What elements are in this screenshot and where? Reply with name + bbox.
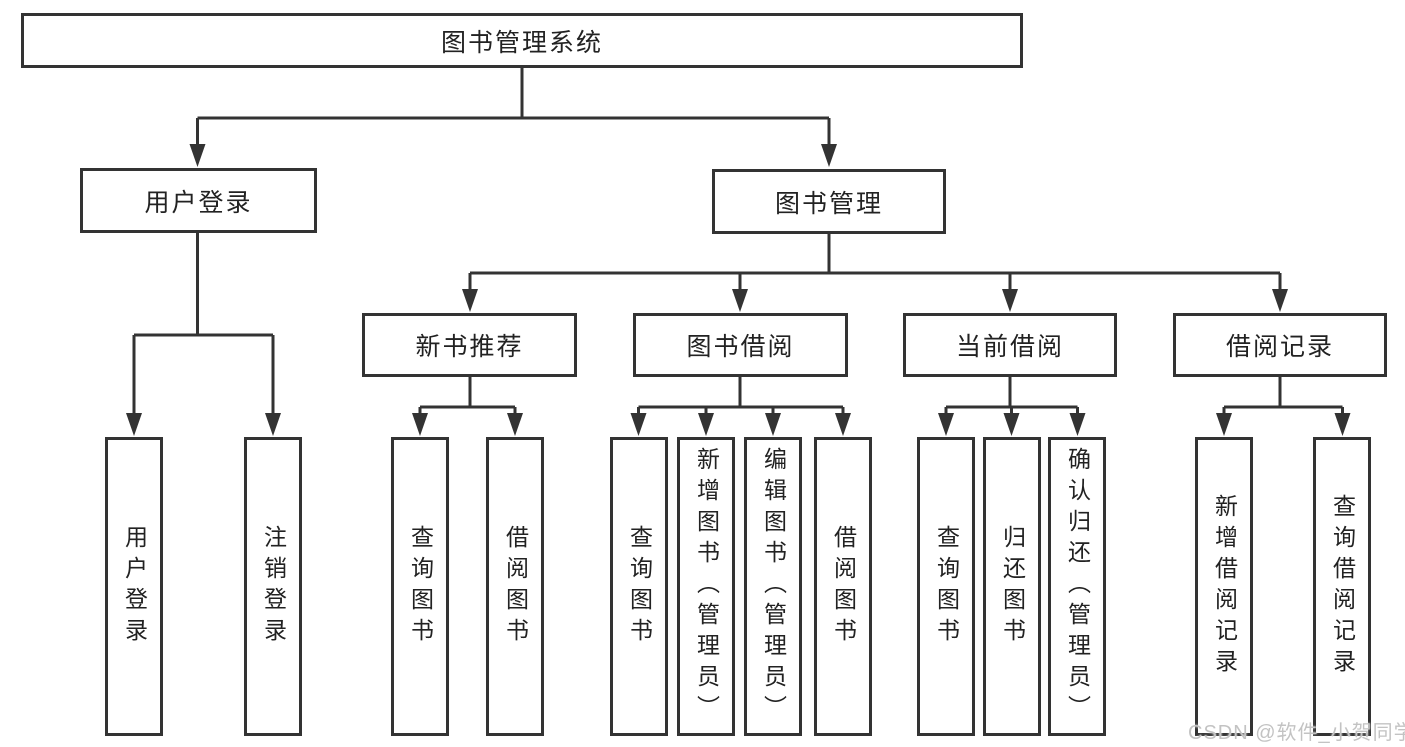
- connector-current-borrow-to-leaves: [938, 377, 1086, 436]
- arrowhead: [938, 413, 954, 436]
- node-user-login: 用户登录: [80, 168, 317, 233]
- arrowhead: [1334, 413, 1351, 436]
- leaf-edit-book-admin: 编辑图书（管理员）: [744, 437, 802, 736]
- connector-root-to-level2: [189, 68, 837, 167]
- arrowhead: [1002, 289, 1018, 312]
- connector-book-borrow-to-leaves: [630, 377, 851, 436]
- leaf-confirm-return-admin: 确认归还（管理员）: [1048, 437, 1106, 736]
- leaf-logout: 注销登录: [244, 437, 302, 736]
- arrowhead: [732, 289, 748, 312]
- node-root-library-management-system: 图书管理系统: [21, 13, 1023, 68]
- leaf-query-book-3: 查询图书: [917, 437, 975, 736]
- arrowhead: [412, 413, 428, 436]
- connector-new-book-to-leaves: [412, 377, 523, 436]
- node-current-borrow: 当前借阅: [903, 313, 1117, 377]
- arrowhead: [126, 413, 142, 436]
- arrowhead: [1272, 289, 1288, 312]
- arrowhead: [1069, 413, 1086, 436]
- leaf-user-login: 用户登录: [105, 437, 163, 736]
- arrowhead: [835, 413, 851, 436]
- leaf-borrow-book-2: 借阅图书: [814, 437, 872, 736]
- node-book-borrow: 图书借阅: [633, 313, 848, 377]
- node-new-book-recommend: 新书推荐: [362, 313, 577, 377]
- connector-borrow-record-to-leaves: [1216, 377, 1351, 436]
- arrowhead: [265, 413, 281, 436]
- leaf-borrow-book-1: 借阅图书: [486, 437, 544, 736]
- arrowhead: [462, 289, 478, 312]
- arrowhead: [1216, 413, 1232, 436]
- arrowhead: [507, 413, 523, 436]
- leaf-add-book-admin: 新增图书（管理员）: [677, 437, 735, 736]
- arrowhead: [821, 144, 837, 167]
- csdn-watermark: CSDN @软件_小贺同学: [1188, 722, 1405, 744]
- node-borrow-record: 借阅记录: [1173, 313, 1387, 377]
- leaf-return-book: 归还图书: [983, 437, 1041, 736]
- leaf-add-borrow-record: 新增借阅记录: [1195, 437, 1253, 736]
- connector-book-mgmt-to-level3: [462, 234, 1288, 312]
- node-book-management: 图书管理: [712, 169, 946, 234]
- arrowhead: [765, 413, 781, 436]
- arrowhead: [698, 413, 714, 436]
- connector-user-login-to-leaves: [126, 232, 281, 436]
- arrowhead: [189, 144, 206, 167]
- arrowhead: [1003, 413, 1020, 436]
- leaf-query-book-1: 查询图书: [391, 437, 449, 736]
- leaf-query-borrow-record: 查询借阅记录: [1313, 437, 1371, 736]
- arrowhead: [630, 413, 647, 436]
- leaf-query-book-2: 查询图书: [610, 437, 668, 736]
